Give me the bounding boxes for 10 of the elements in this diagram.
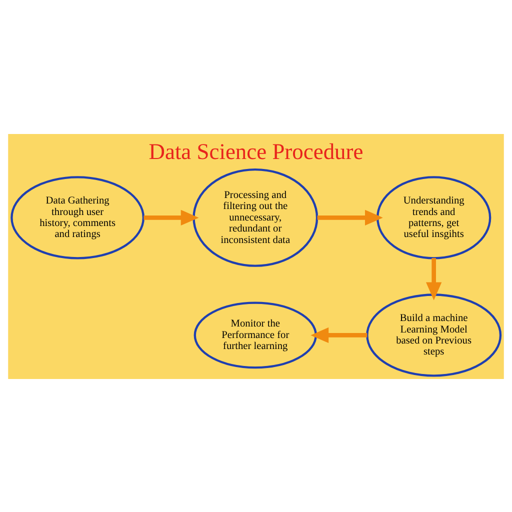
diagram-title: Data Science Procedure: [148, 138, 364, 164]
arrow: [144, 209, 199, 226]
node-ellipse: Processing and filtering out the unnecessary, redundant or inconsistent data: [192, 168, 318, 266]
node-ellipse: Understanding trends and patterns, get useful insgihts: [376, 176, 492, 259]
node-ellipse: Data Gathering through user history, comments and ratings: [10, 176, 145, 259]
node-ellipse: Build a machine Learning Model based on Previous steps: [366, 293, 502, 376]
node-ellipse: Monitor the Performance for further learning: [194, 301, 317, 368]
arrow: [317, 209, 383, 226]
arrow: [310, 326, 368, 343]
arrow: [426, 258, 442, 300]
